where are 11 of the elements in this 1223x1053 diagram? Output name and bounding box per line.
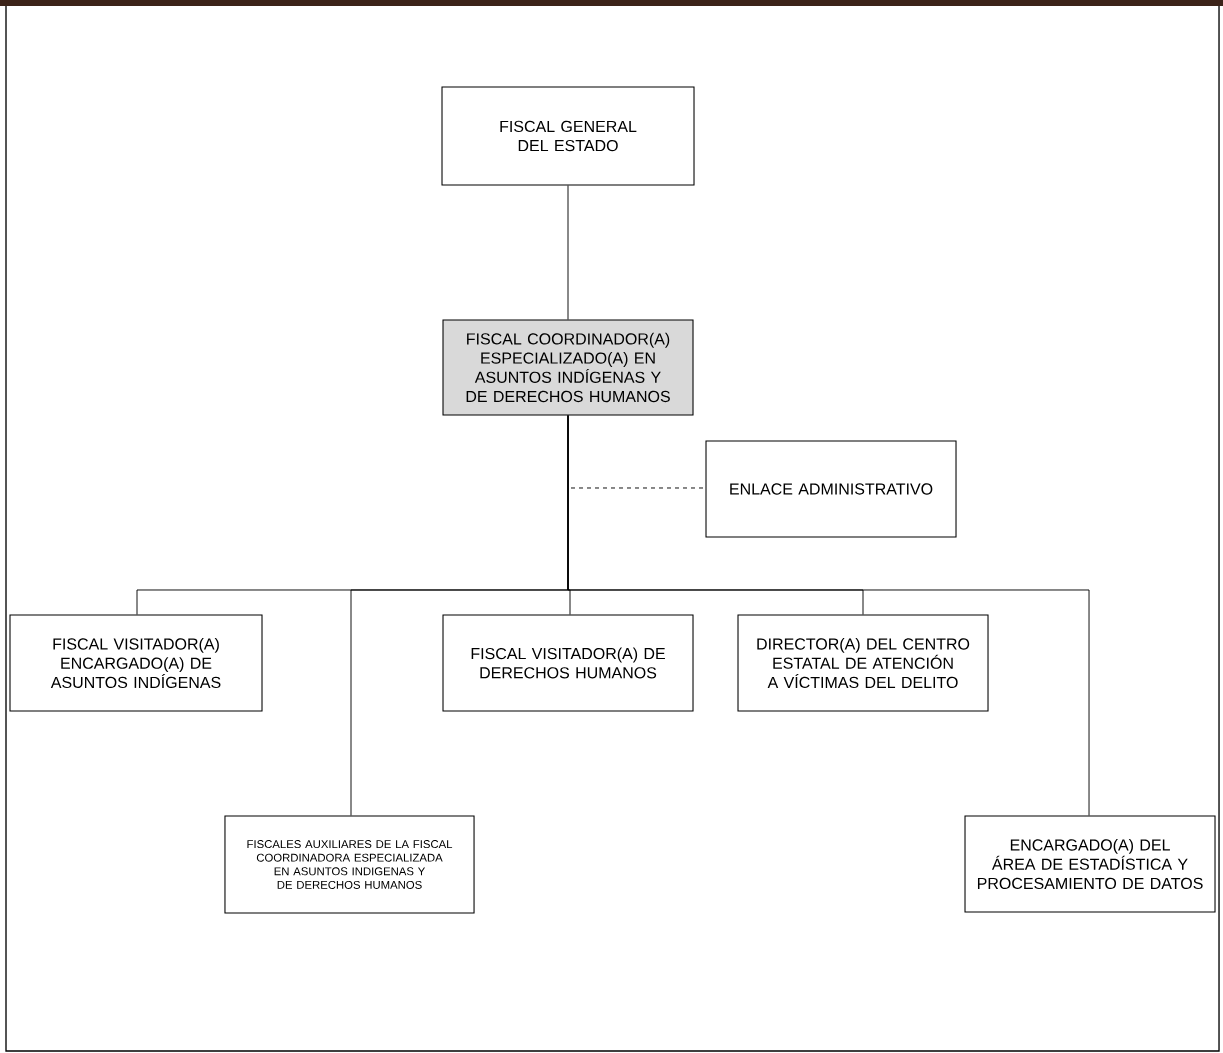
org-box: FISCALES AUXILIARES DE LA FISCAL COORDINADORA ESPECIALIZADA EN ASUNTOS INDIGENAS Y DE DERECHOS HUMANOS: [224, 815, 475, 914]
org-box: FISCAL VISITADOR(A) ENCARGADO(A) DE ASUNTOS INDÍGENAS: [9, 614, 263, 712]
org-box: ENLACE ADMINISTRATIVO: [705, 440, 957, 538]
org-box: DIRECTOR(A) DEL CENTRO ESTATAL DE ATENCIÓN A VÍCTIMAS DEL DELITO: [737, 614, 989, 712]
org-box: FISCAL GENERAL DEL ESTADO: [441, 86, 695, 186]
dashed-connector: [570, 487, 706, 489]
connector-line: [567, 415, 1090, 816]
org-box: FISCAL COORDINADOR(A) ESPECIALIZADO(A) EN ASUNTOS INDÍGENAS Y DE DERECHOS HUMANOS: [442, 319, 694, 416]
org-box: ENCARGADO(A) DEL ÁREA DE ESTADÍSTICA Y PROCESAMIENTO DE DATOS: [964, 815, 1216, 913]
org-box: FISCAL VISITADOR(A) DE DERECHOS HUMANOS: [442, 614, 694, 712]
connector-line: [567, 185, 569, 320]
